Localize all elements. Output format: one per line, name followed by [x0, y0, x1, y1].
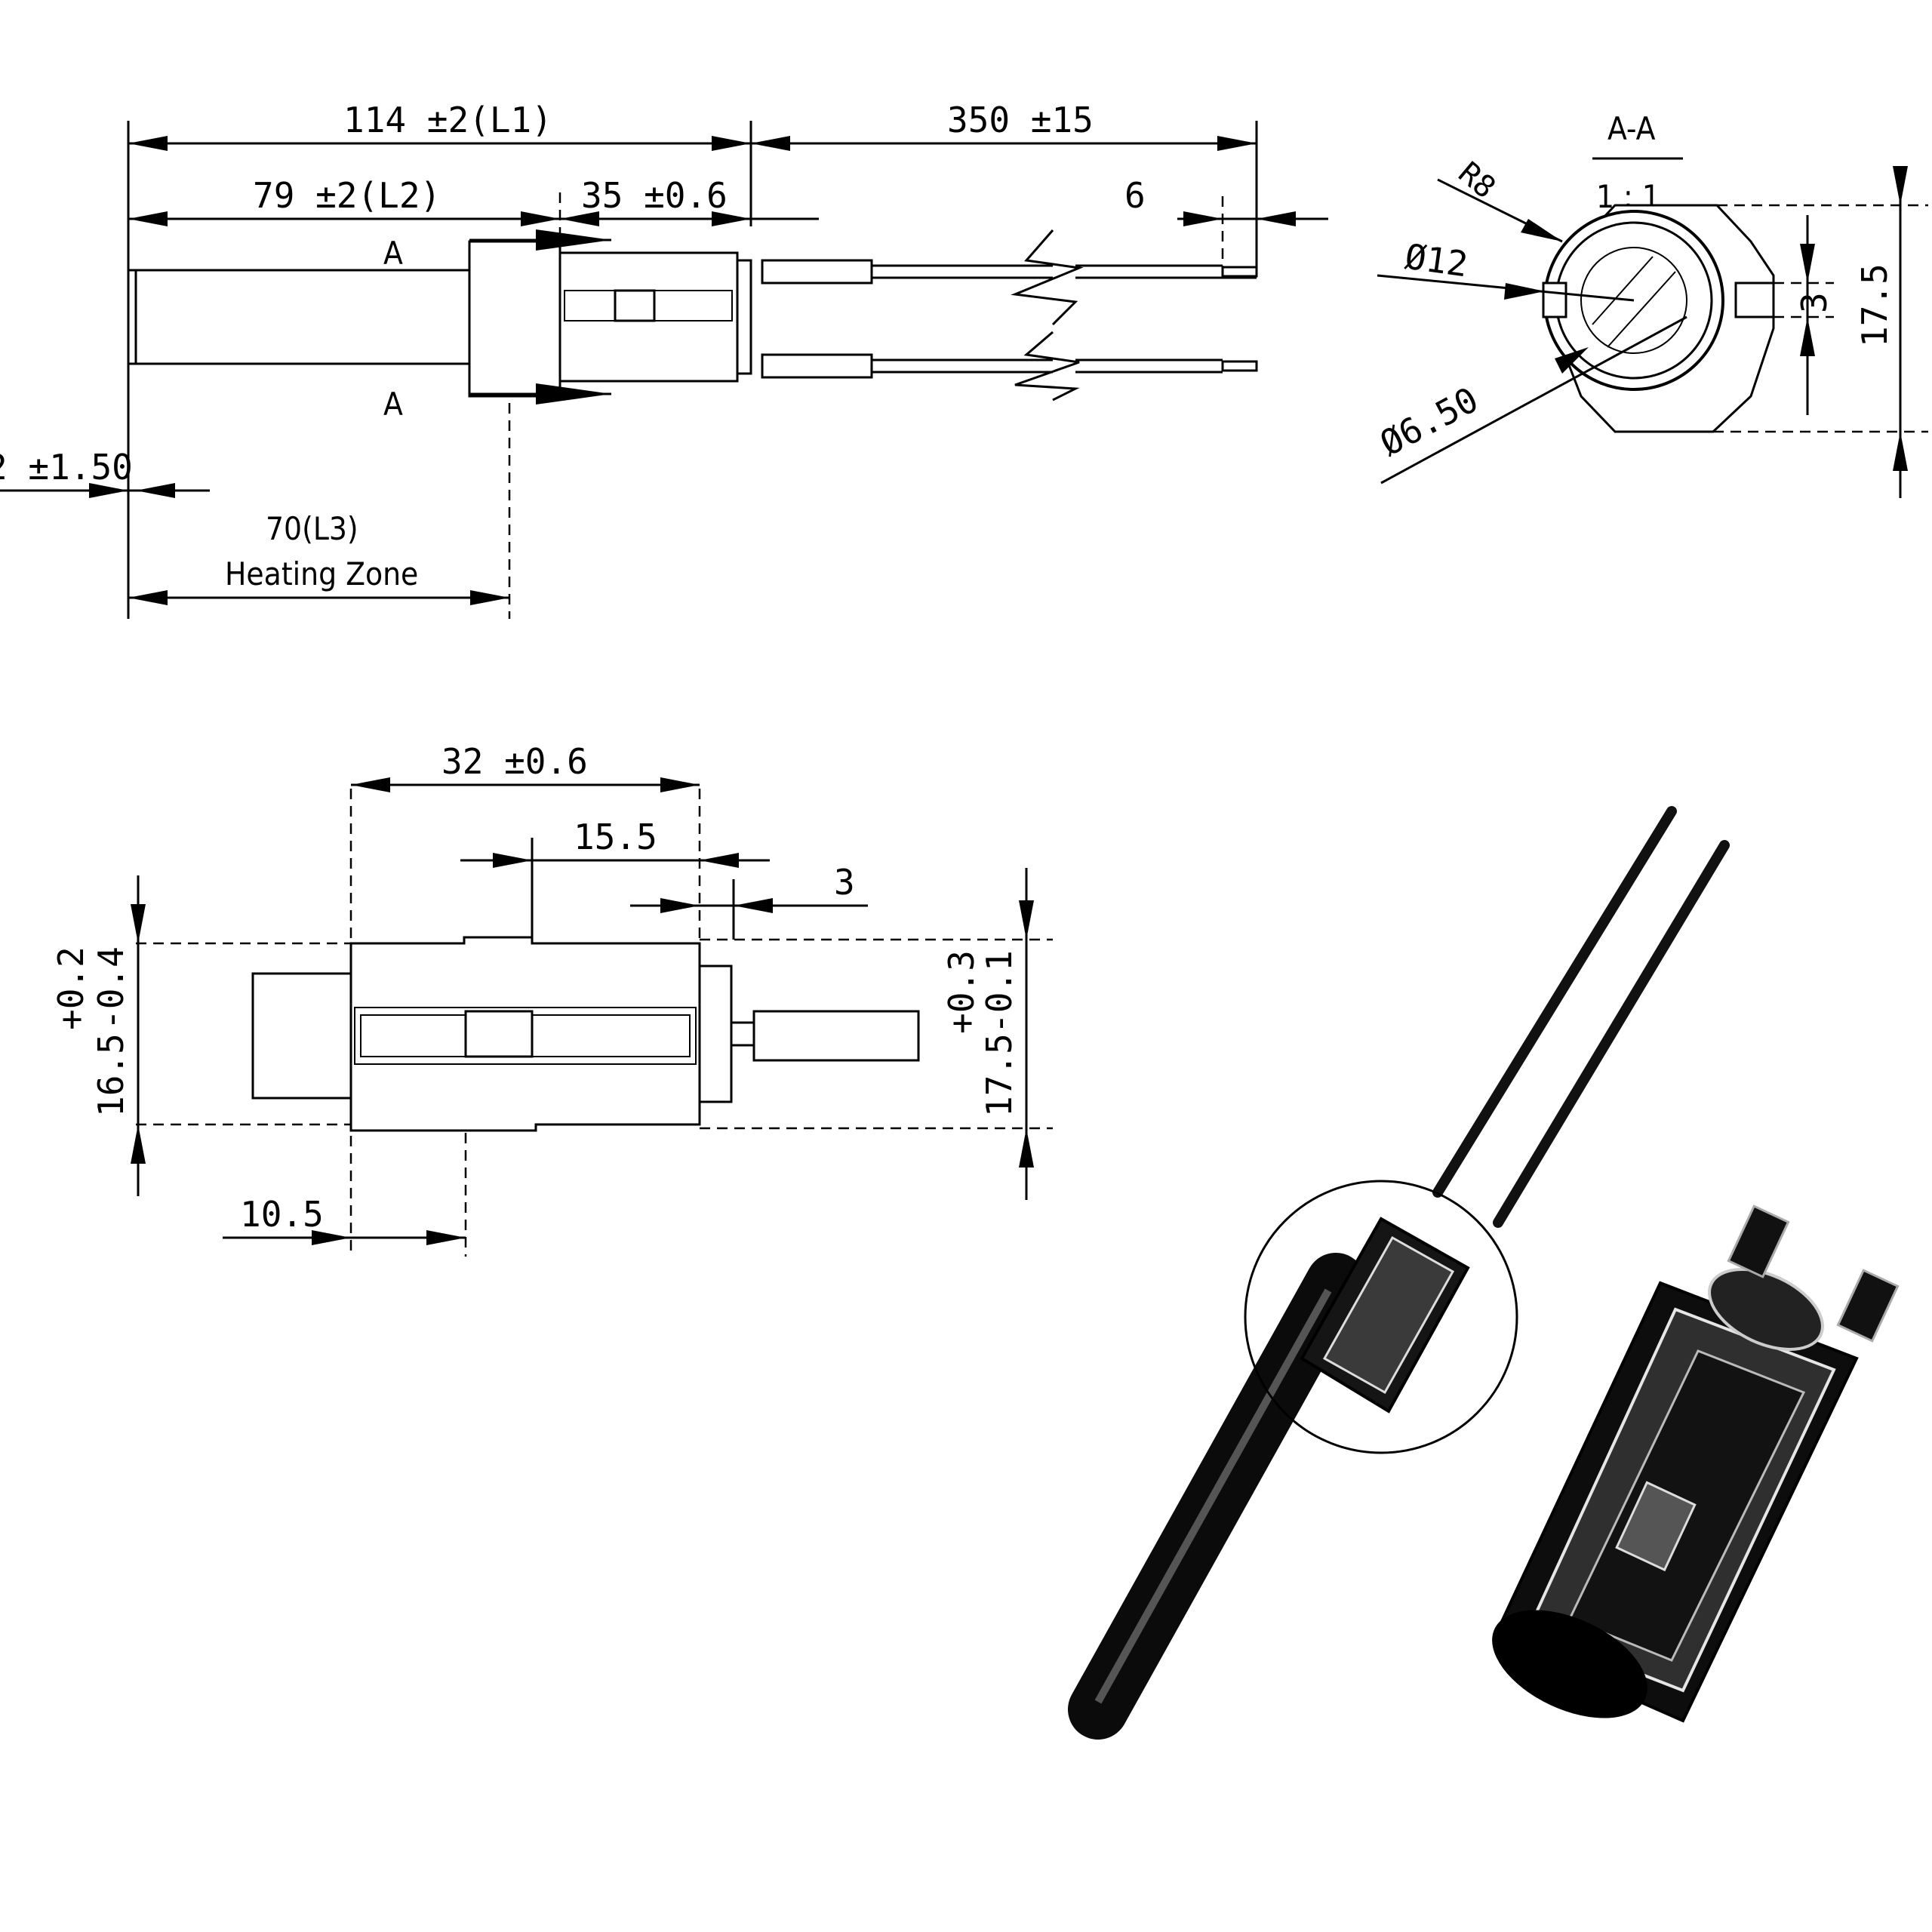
dim-height: 17.5: [1854, 263, 1895, 347]
section-title: A-A: [1607, 110, 1656, 147]
section-view: A-A 1 : 1 R8 Ø12 Ø6.50 3: [1374, 110, 1928, 498]
dia-inner-label: Ø6.50: [1374, 379, 1485, 464]
dim-left-height: 16.5: [91, 1033, 131, 1117]
top-view: 114 ±2(L1) 350 ±15 79 ±2(L2) 35 ±0.6 6: [0, 100, 1328, 619]
heating-zone-label: Heating Zone: [225, 555, 418, 592]
connector-closeup-3d-view: [1492, 1204, 1900, 1723]
heater-rod: [127, 269, 473, 365]
dim-right-height: 17.5: [979, 1033, 1020, 1117]
rod-stub: [251, 972, 352, 1100]
tol-right-upper: +0.3: [941, 950, 982, 1034]
dia-outer-label: Ø12: [1402, 235, 1470, 285]
heater-rod-3d-view: [1068, 806, 1730, 1740]
dim-flat: 3: [1794, 292, 1835, 313]
dim-l2: 79 ±2(L2): [253, 175, 441, 216]
tol-right-lower: -0.1: [979, 950, 1020, 1034]
zoom-circle: [1244, 1180, 1518, 1454]
wire-sleeve-bottom: [761, 353, 873, 379]
tol-left-upper: +0.2: [51, 946, 91, 1030]
section-mark-top: A: [383, 235, 403, 272]
sleeve: [468, 240, 561, 398]
wire-sleeve-top: [761, 259, 873, 285]
dim-l3: 70(L3): [266, 510, 358, 547]
radius-label: R8: [1452, 155, 1502, 205]
pin-sleeve: [752, 1010, 920, 1062]
dim-side-length: 32 ±0.6: [441, 741, 588, 782]
dim-connector: 35 ±0.6: [581, 175, 728, 216]
dim-tip: 2 ±1.50: [0, 447, 133, 488]
section-mark-bottom: A: [383, 386, 403, 423]
tol-left-lower: -0.4: [91, 946, 131, 1030]
dim-strip: 6: [1124, 175, 1146, 216]
dim-pin: 3: [834, 862, 855, 903]
side-view: 32 ±0.6 15.5 3 16.5 +0.2 -0.4 17.5 +0.3: [51, 741, 1053, 1257]
dim-slot: 10.5: [240, 1194, 324, 1235]
dim-wire-length: 350 ±15: [947, 100, 1094, 140]
dim-offset: 15.5: [574, 817, 657, 857]
dim-l1: 114 ±2(L1): [343, 100, 552, 140]
